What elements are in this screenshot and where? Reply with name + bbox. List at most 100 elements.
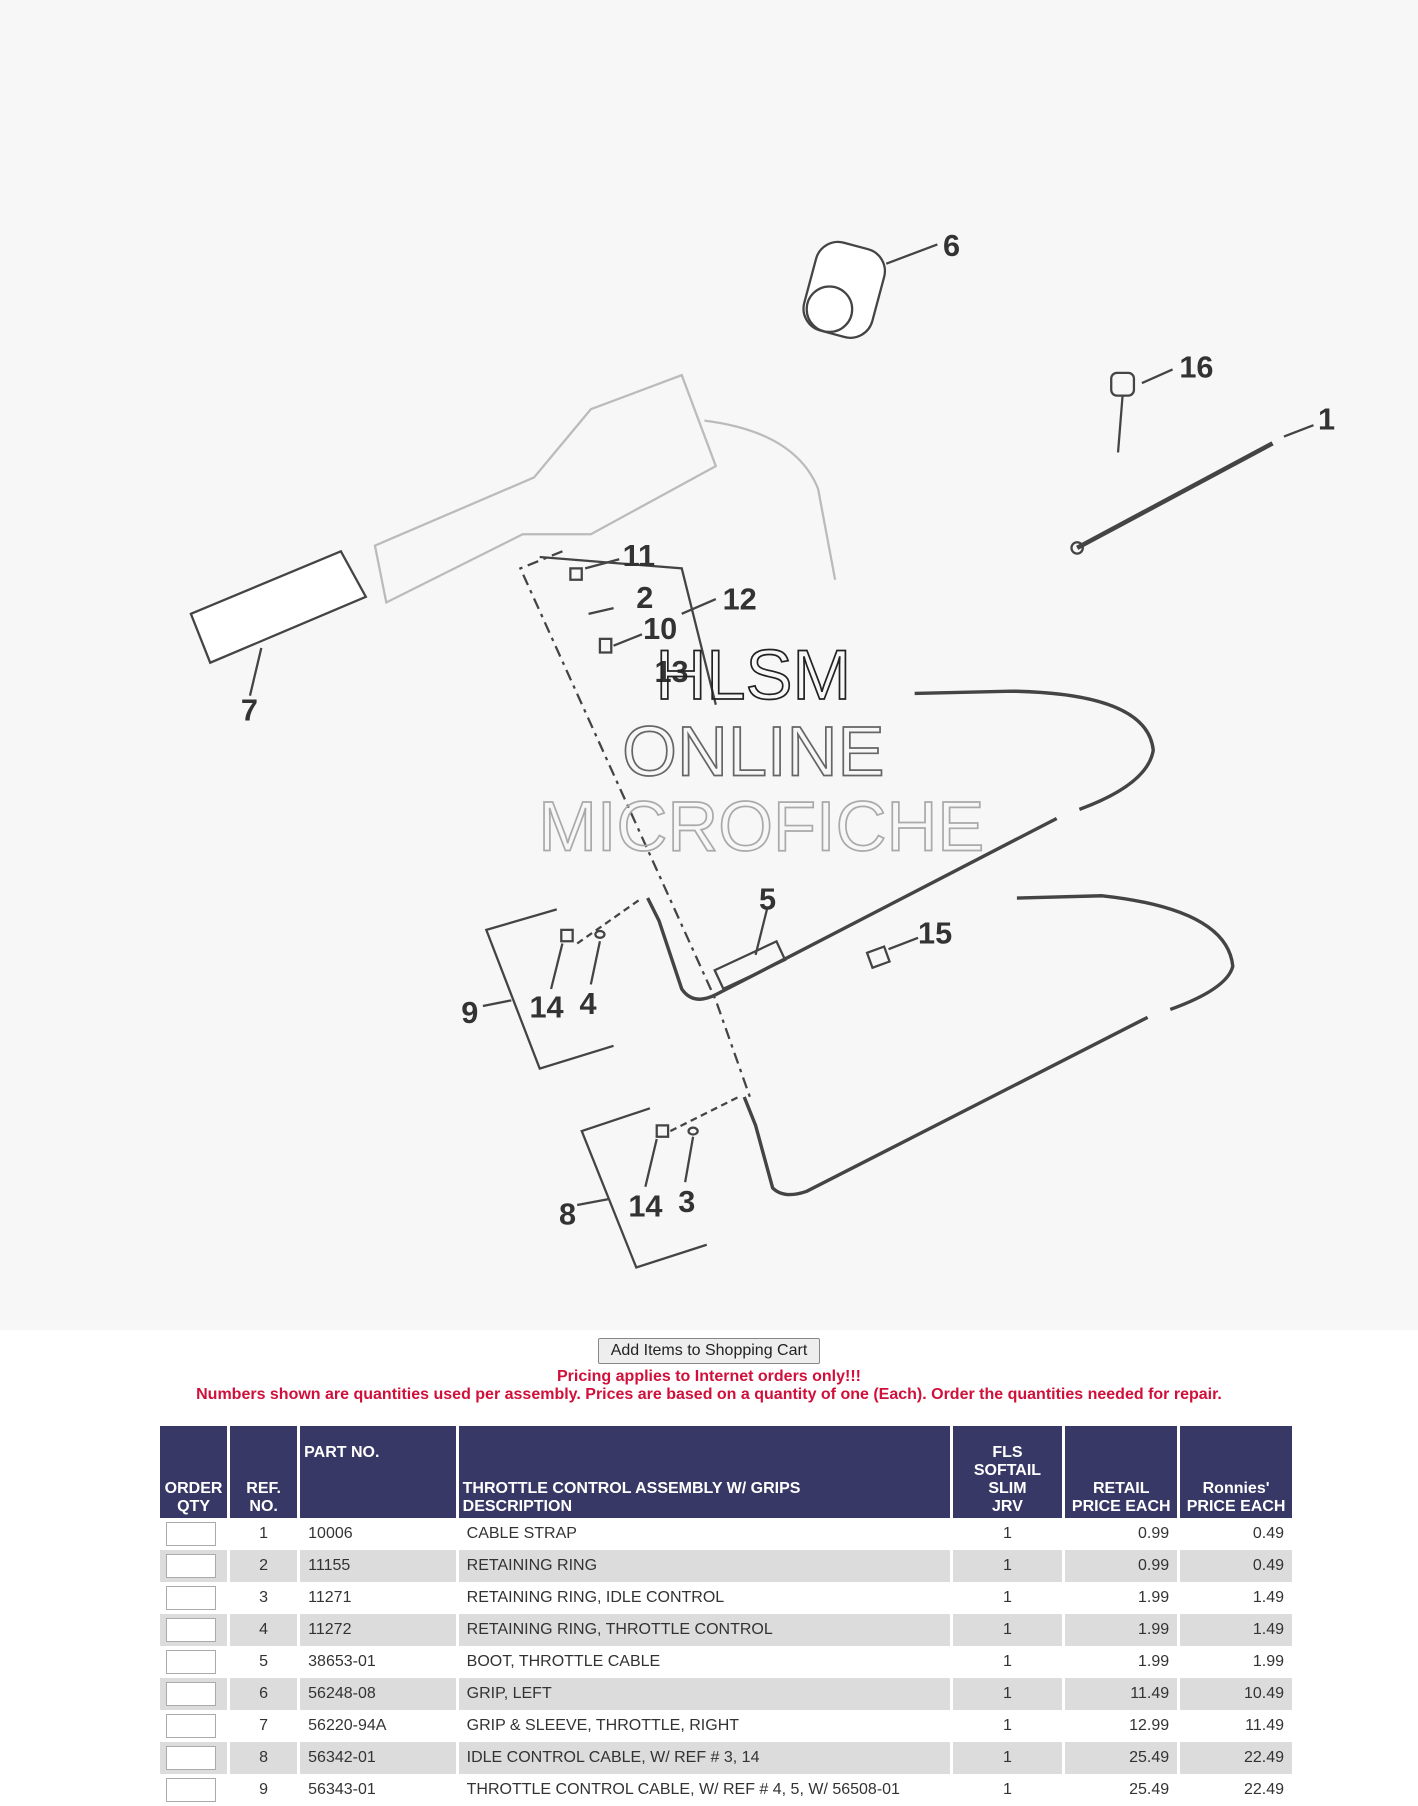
description-cell: GRIP & SLEEVE, THROTTLE, RIGHT <box>466 1717 740 1734</box>
callout-15: 15 <box>918 915 952 950</box>
callout-labels: 6 16 1 11 2 12 10 13 7 5 15 9 14 4 8 14 … <box>241 228 1335 1232</box>
callout-2: 2 <box>636 580 653 615</box>
ronnies-price-cell: 1.49 <box>1180 1614 1292 1646</box>
callout-14b: 14 <box>628 1188 662 1223</box>
retail-price-cell: 12.99 <box>1129 1717 1170 1734</box>
order-qty-input[interactable] <box>166 1650 216 1674</box>
retail-price-cell: 11.49 <box>1065 1678 1178 1710</box>
header-ronnies-price: Ronnies'PRICE EACH <box>1180 1426 1292 1518</box>
quantity-note: Numbers shown are quantities used per as… <box>196 1386 1222 1403</box>
model-qty-cell: 1 <box>1003 1717 1012 1734</box>
model-qty-cell: 1 <box>1003 1589 1012 1606</box>
pricing-notice: Pricing applies to Internet orders only!… <box>556 1368 862 1385</box>
description-cell: IDLE CONTROL CABLE, W/ REF # 3, 14 <box>458 1742 950 1774</box>
order-qty-input[interactable] <box>166 1554 216 1578</box>
order-qty-cell <box>160 1742 228 1774</box>
ref-no-cell: 2 <box>230 1550 298 1582</box>
model-qty-cell: 1 <box>952 1742 1063 1774</box>
callout-10: 10 <box>643 611 677 646</box>
model-qty-cell: 1 <box>952 1614 1063 1646</box>
ronnies-price-cell: 10.49 <box>1180 1678 1292 1710</box>
retail-price-cell: 0.99 <box>1138 1525 1170 1542</box>
ref-no-cell: 1 <box>259 1525 269 1542</box>
callout-7: 7 <box>241 693 258 728</box>
model-qty-cell: 1 <box>1003 1653 1012 1670</box>
retail-price-cell: 1.99 <box>1138 1653 1170 1670</box>
callout-6: 6 <box>943 228 960 263</box>
watermark-line-2: ONLINE <box>622 711 884 790</box>
callout-12: 12 <box>723 581 757 616</box>
ronnies-price-cell: 0.49 <box>1252 1525 1284 1542</box>
part-no-cell: 38653-01 <box>308 1653 376 1670</box>
clip-drawing <box>1110 368 1174 453</box>
model-qty-cell: 1 <box>952 1550 1063 1582</box>
order-qty-cell <box>160 1550 228 1582</box>
part-no-cell: 11271 <box>308 1589 352 1606</box>
order-qty-input[interactable] <box>166 1586 216 1610</box>
callout-9: 9 <box>461 995 478 1030</box>
callout-3: 3 <box>678 1184 695 1219</box>
ref-no-cell: 6 <box>230 1678 298 1710</box>
ref-no-cell: 8 <box>230 1742 298 1774</box>
ronnies-price-cell: 11.49 <box>1245 1717 1284 1734</box>
order-qty-cell <box>160 1518 227 1550</box>
part-no-cell: 56342-01 <box>300 1742 456 1774</box>
order-qty-cell <box>160 1614 228 1646</box>
order-qty-input[interactable] <box>166 1714 216 1738</box>
order-qty-cell <box>160 1774 227 1806</box>
watermark-line-1: HLSM <box>655 635 851 714</box>
model-qty-cell: 1 <box>952 1678 1063 1710</box>
callout-11: 11 <box>623 538 655 573</box>
description-cell: RETAINING RING, IDLE CONTROL <box>466 1589 725 1606</box>
callout-8: 8 <box>559 1196 576 1231</box>
ronnies-price-cell: 22.49 <box>1243 1781 1284 1798</box>
part-no-cell: 10006 <box>308 1525 353 1542</box>
order-qty-cell <box>160 1646 227 1678</box>
header-part-no: PART NO. <box>300 1426 456 1518</box>
ref-no-cell: 4 <box>230 1614 298 1646</box>
grip-right-drawing <box>189 549 368 696</box>
model-qty-cell: 1 <box>1003 1781 1012 1798</box>
parts-diagram: 6 16 1 11 2 12 10 13 7 5 15 9 14 4 8 14 … <box>189 227 1336 1269</box>
ref-no-cell: 7 <box>259 1717 269 1734</box>
retail-price-cell: 1.99 <box>1065 1614 1178 1646</box>
add-to-cart-button[interactable]: Add Items to Shopping Cart <box>597 1338 821 1364</box>
ref-no-cell: 9 <box>259 1781 269 1798</box>
order-qty-input[interactable] <box>166 1778 216 1802</box>
grip-left-drawing <box>802 240 938 339</box>
ref-no-cell: 3 <box>259 1589 269 1606</box>
callout-13: 13 <box>654 654 688 689</box>
order-qty-cell <box>160 1710 227 1742</box>
ronnies-price-cell: 1.49 <box>1252 1589 1284 1606</box>
callout-4: 4 <box>579 986 596 1021</box>
description-cell: RETAINING RING <box>458 1550 950 1582</box>
callout-16: 16 <box>1179 349 1213 384</box>
retail-price-cell: 25.49 <box>1065 1742 1178 1774</box>
callout-1: 1 <box>1318 402 1335 437</box>
order-qty-cell <box>160 1582 227 1614</box>
part-no-cell: 11155 <box>300 1550 456 1582</box>
part-no-cell: 56248-08 <box>300 1678 456 1710</box>
order-qty-input[interactable] <box>166 1522 216 1546</box>
order-qty-cell <box>160 1678 228 1710</box>
order-qty-input[interactable] <box>166 1746 216 1770</box>
description-cell: CABLE STRAP <box>466 1525 577 1542</box>
order-qty-input[interactable] <box>166 1682 216 1706</box>
ronnies-price-cell: 1.99 <box>1252 1653 1284 1670</box>
callout-14a: 14 <box>529 989 563 1024</box>
part-no-cell: 11272 <box>300 1614 456 1646</box>
retail-price-cell: 1.99 <box>1138 1589 1170 1606</box>
callout-5: 5 <box>759 881 776 916</box>
order-qty-input[interactable] <box>166 1618 216 1642</box>
model-qty-cell: 1 <box>1003 1525 1012 1542</box>
